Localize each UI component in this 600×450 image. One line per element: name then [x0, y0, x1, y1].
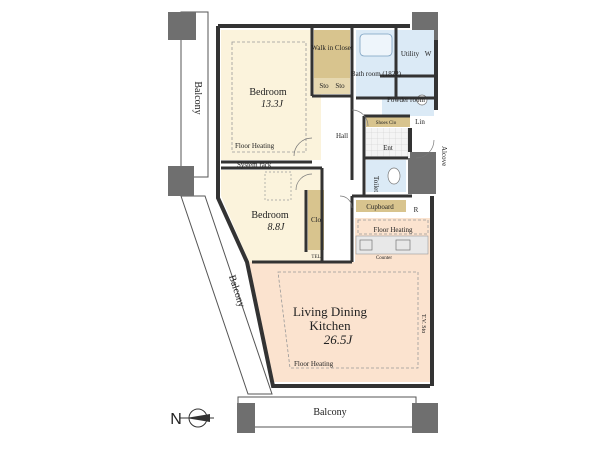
sto-floor: [314, 78, 350, 94]
stove-icon: [359, 239, 373, 251]
cupboard-label: Cupboard: [366, 203, 394, 211]
balcony-south: [237, 396, 417, 428]
ldk-size: 26.5J: [324, 332, 354, 347]
clo-label: Clo: [311, 216, 322, 224]
alcove-label: Alcove: [440, 146, 448, 166]
column: [412, 403, 438, 433]
utility-label: Utility: [401, 50, 420, 58]
ldk-floor-heating: Floor Heating: [294, 360, 334, 368]
powder-floor: [382, 74, 434, 116]
north-arrow-icon: N: [170, 408, 214, 428]
balcony-south-label: Balcony: [313, 407, 346, 418]
tv-sto-label: T.V. Sto: [420, 314, 426, 333]
toilet-icon: [387, 167, 401, 185]
bedroom1-name: Bedroom: [249, 87, 286, 98]
ldk-name-line1: Living Dining: [293, 304, 368, 319]
bedroom1-size: 13.3J: [261, 99, 284, 110]
bedroom1-floor-heating: Floor Heating: [235, 142, 275, 150]
walk-in-closet-label: Walk in Closet: [311, 44, 352, 52]
bathtub-icon: [359, 33, 393, 57]
compass-north-letter: N: [170, 411, 182, 428]
bedroom2-size: 8.8J: [268, 222, 286, 233]
shoes-closet-label: Shoes Clo: [376, 121, 397, 126]
system-rack-label: System rack: [237, 161, 272, 169]
bedroom1-heating-area: [231, 41, 307, 153]
column: [168, 166, 194, 196]
cupboard: [356, 200, 406, 212]
washer-label: W: [425, 50, 432, 58]
sink-icon: [395, 239, 411, 251]
balcony-southwest: [180, 195, 273, 395]
counter: [355, 235, 429, 255]
ldk-heating-area: [277, 271, 419, 369]
tel-label: TEL: [311, 255, 320, 260]
interior-walls: [221, 28, 436, 264]
sto-label-1: Sto: [319, 82, 329, 90]
fridge-label: R: [414, 206, 419, 214]
bedroom2-name: Bedroom: [251, 210, 288, 221]
balcony-west-label: Balcony: [192, 81, 203, 114]
ldk-name-line2: Kitchen: [309, 318, 351, 333]
bedroom1-floor: [221, 30, 321, 160]
column: [168, 12, 196, 40]
walk-in-closet-floor: [314, 30, 350, 78]
utility-floor: [396, 30, 434, 74]
bedroom2-floor: [221, 170, 322, 262]
sto-label-2: Sto: [335, 82, 345, 90]
exterior-wall: [216, 26, 430, 388]
bath-label: Bath room (1822): [351, 70, 402, 78]
ldk-floor: [249, 262, 432, 382]
column: [408, 152, 436, 194]
powder-label: Powder room: [387, 96, 425, 104]
clo-floor: [308, 190, 324, 250]
shoes-closet: [366, 117, 410, 127]
hall-label: Hall: [336, 132, 348, 140]
counter-label: Counter: [376, 256, 392, 261]
toilet-label: Toilet: [372, 176, 380, 192]
entrance-label: Ent: [383, 144, 393, 152]
system-rack-outline: [264, 171, 292, 201]
door-swings: [293, 109, 435, 209]
entrance-floor: [366, 128, 410, 158]
kitchen-heating-area: [357, 219, 429, 235]
column: [237, 403, 255, 433]
linen-label: Lin: [415, 118, 425, 126]
kitchen-floor-heating: Floor Heating: [373, 226, 413, 234]
